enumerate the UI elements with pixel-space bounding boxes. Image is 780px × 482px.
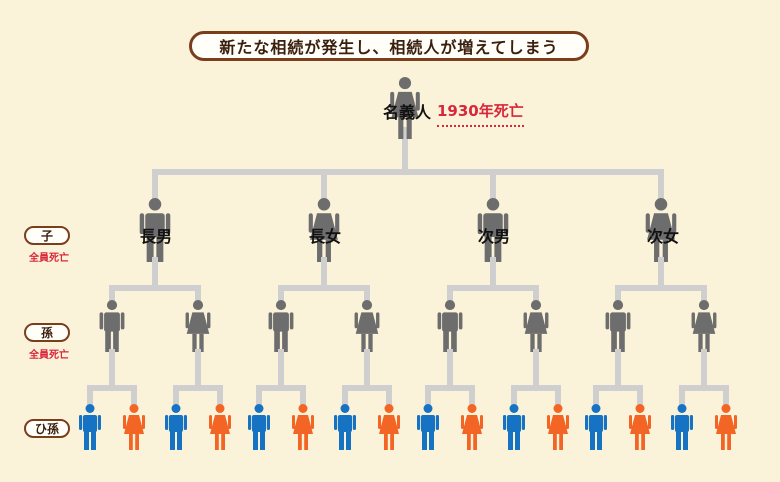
child-label-second-daughter: 次女 [647,227,680,246]
generation-pill-great-grandchildren: ひ孫 [24,419,70,438]
generation-note-children: 全員死亡 [29,253,69,264]
generation-pill-children: 子 [24,226,70,245]
child-person-icon [645,198,677,262]
generation-note-grandchildren: 全員死亡 [29,350,69,361]
child-label-eldest-daughter: 長女 [309,227,342,246]
grandchild-person-icon [437,300,463,352]
great-grandchild-female-icon [461,404,483,450]
title-pill: 新たな相続が発生し、相続人が増えてしまう [189,31,589,61]
grandchild-person-icon [354,300,380,352]
great-grandchild-female-icon [378,404,400,450]
great-grandchild-male-icon [417,404,439,450]
great-grandchild-female-icon [715,404,737,450]
great-grandchild-female-icon [547,404,569,450]
child-label-eldest-son: 長男 [140,227,173,246]
root-label: 名義人 [383,103,432,122]
root-person-icon [390,77,420,139]
grandchild-person-icon [99,300,125,352]
grandchild-person-icon [268,300,294,352]
great-grandchild-female-icon [209,404,231,450]
generation-label-great-grandchildren: ひ孫 [34,422,59,436]
generation-pill-grandchildren: 孫 [24,323,70,342]
great-grandchild-female-icon [292,404,314,450]
generation-label-children: 子 [40,229,53,243]
root-death-note: 1930年死亡 [437,100,524,127]
child-person-icon [139,198,171,262]
child-person-icon [308,198,340,262]
great-grandchild-female-icon [123,404,145,450]
generation-label-grandchildren: 孫 [40,326,53,340]
great-grandchild-male-icon [585,404,607,450]
great-grandchild-male-icon [334,404,356,450]
grandchild-person-icon [691,300,717,352]
great-grandchild-male-icon [165,404,187,450]
grandchild-person-icon [185,300,211,352]
great-grandchild-male-icon [503,404,525,450]
great-grandchild-male-icon [671,404,693,450]
great-grandchild-male-icon [79,404,101,450]
grandchild-person-icon [523,300,549,352]
great-grandchild-female-icon [629,404,651,450]
diagram-title: 新たな相続が発生し、相続人が増えてしまう [219,38,559,57]
child-label-second-son: 次男 [478,227,511,246]
great-grandchild-male-icon [248,404,270,450]
grandchild-person-icon [605,300,631,352]
child-person-icon [477,198,509,262]
